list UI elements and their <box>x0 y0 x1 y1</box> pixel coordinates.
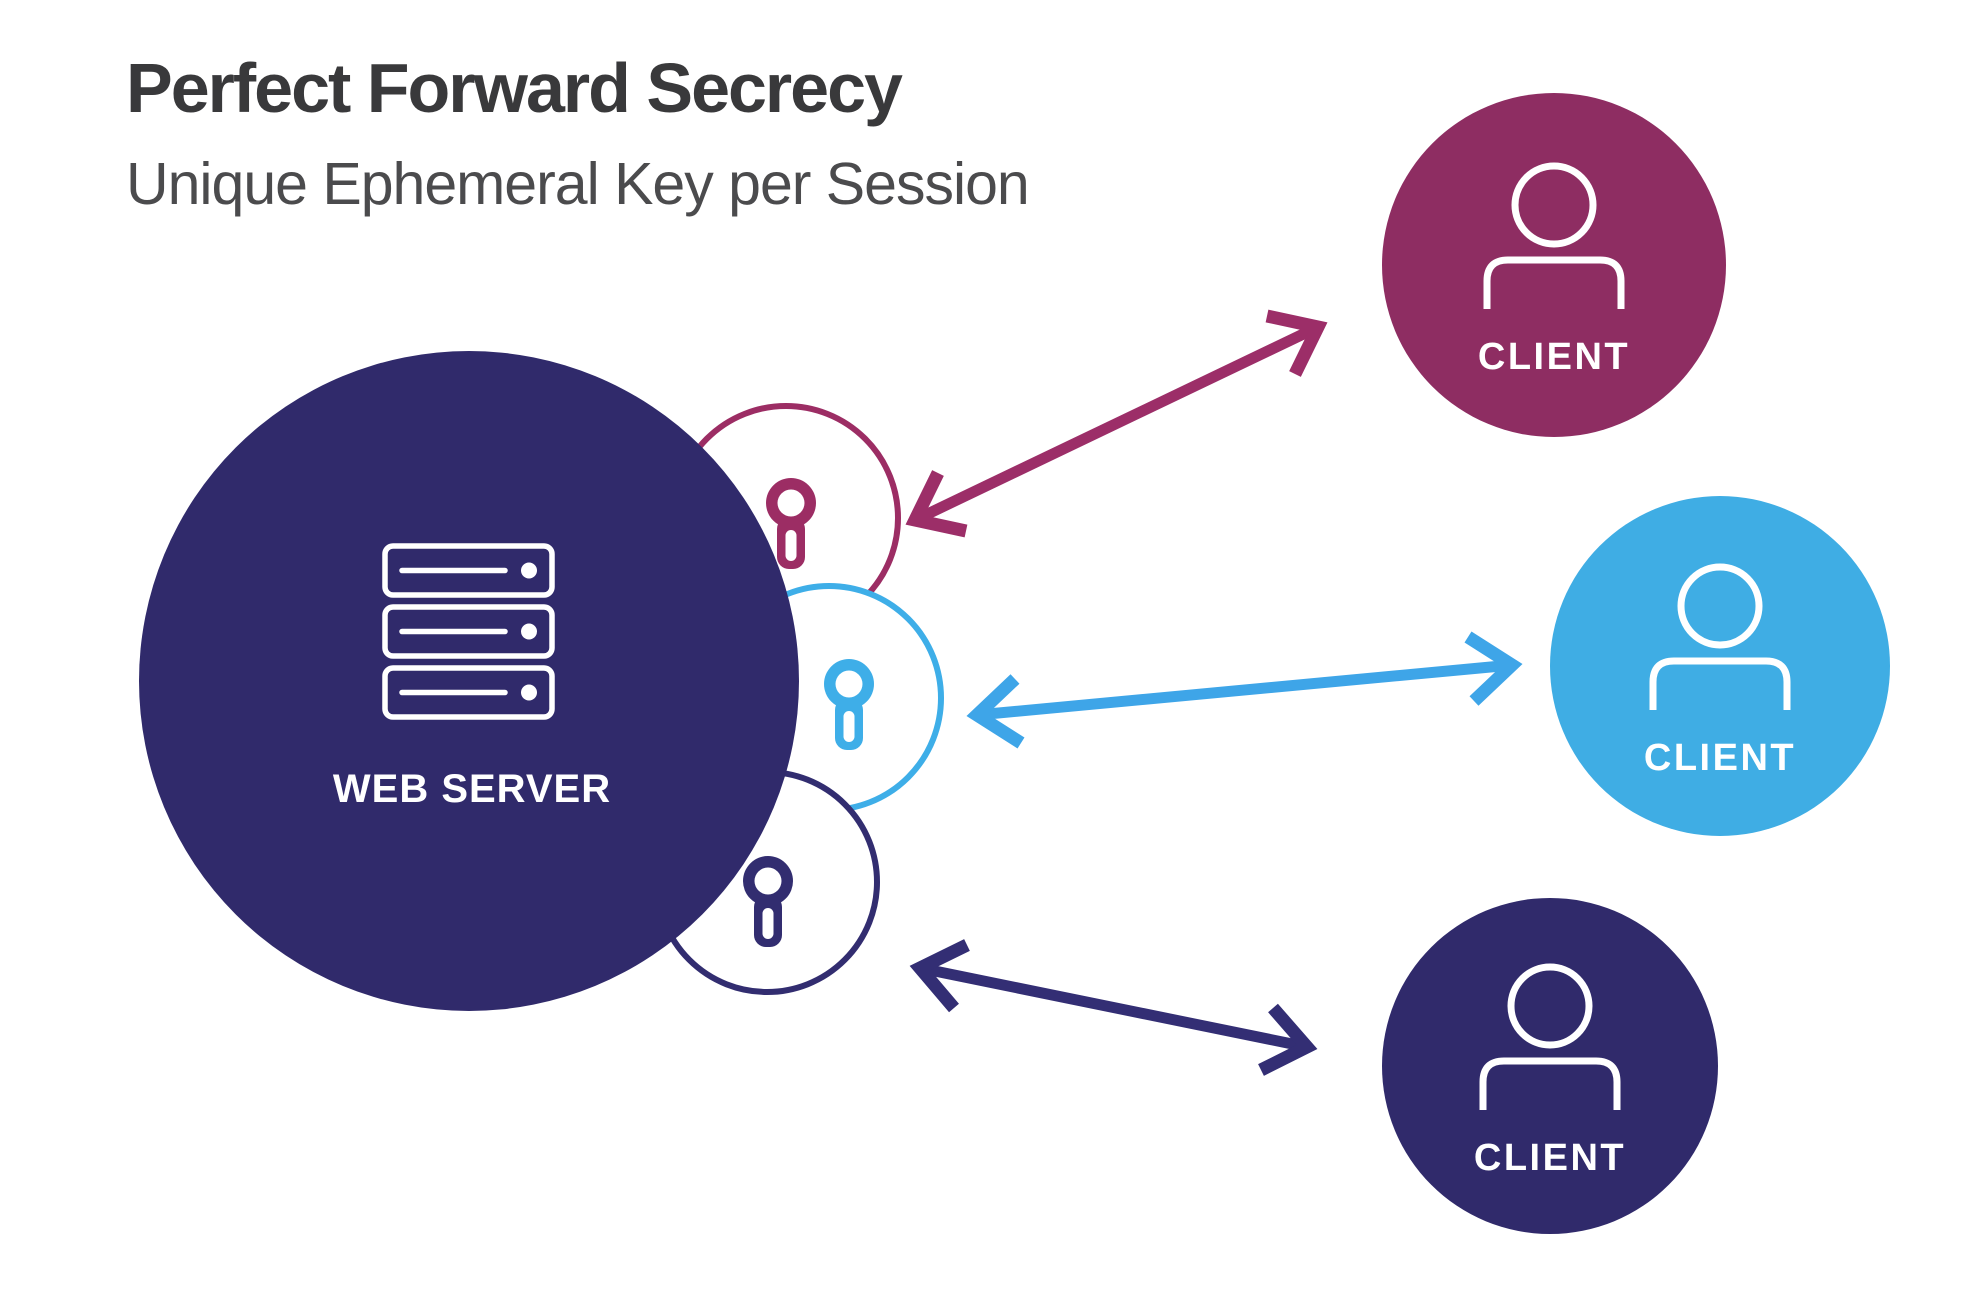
arrow-head <box>909 939 970 1013</box>
server-bar-led <box>521 562 537 579</box>
person-head <box>1511 162 1597 248</box>
server-icon <box>382 543 555 720</box>
arrow-shaft <box>918 962 1309 1053</box>
keyhole-icon-navy <box>743 856 793 947</box>
keyhole-hole <box>777 489 805 517</box>
person-shoulders <box>1479 1057 1621 1110</box>
server-bar-led <box>521 684 537 701</box>
server-bar <box>382 604 555 659</box>
arrow-head <box>1464 631 1523 706</box>
page-title: Perfect Forward Secrecy <box>126 49 903 127</box>
keyhole-slot <box>785 530 797 561</box>
arrow-head <box>905 470 968 538</box>
person-icon <box>1483 162 1625 309</box>
client-circle-navy <box>1382 898 1718 1234</box>
person-head <box>1507 963 1593 1049</box>
session-arrow-maroon <box>905 309 1328 538</box>
person-shoulders <box>1649 657 1791 710</box>
client-circle-blue <box>1550 496 1890 836</box>
keyhole-slot <box>762 908 774 939</box>
arrow-shaft <box>976 659 1513 721</box>
web-server-label: WEB SERVER <box>333 767 611 811</box>
page-subtitle: Unique Ephemeral Key per Session <box>126 151 1029 217</box>
keyhole-slot <box>843 711 855 742</box>
client-label: CLIENT <box>1474 1137 1626 1179</box>
arrow-head <box>1265 309 1328 377</box>
server-bar <box>382 543 555 598</box>
arrow-shaft <box>912 322 1321 525</box>
client-node-blue: CLIENT <box>1550 496 1890 836</box>
arrow-head <box>966 674 1025 749</box>
keyhole-icon-maroon <box>766 478 816 569</box>
person-head <box>1677 563 1763 649</box>
keyhole-icon-blue <box>824 659 874 750</box>
keyhole-hole <box>835 670 863 698</box>
arrow-head <box>1258 1003 1318 1076</box>
person-icon <box>1649 563 1791 710</box>
session-arrow-navy <box>909 939 1318 1076</box>
person-shoulders <box>1483 256 1625 309</box>
server-bar-led <box>521 623 537 640</box>
server-bar <box>382 665 555 720</box>
client-label: CLIENT <box>1644 737 1796 779</box>
web-server-node: WEB SERVER <box>139 351 799 1011</box>
client-label: CLIENT <box>1478 336 1630 378</box>
session-arrow-blue <box>966 631 1523 749</box>
client-node-maroon: CLIENT <box>1382 93 1726 437</box>
client-circle-maroon <box>1382 93 1726 437</box>
keyhole-hole <box>754 867 782 895</box>
web-server-circle <box>139 351 799 1011</box>
client-node-navy: CLIENT <box>1382 898 1718 1234</box>
person-icon <box>1479 963 1621 1110</box>
